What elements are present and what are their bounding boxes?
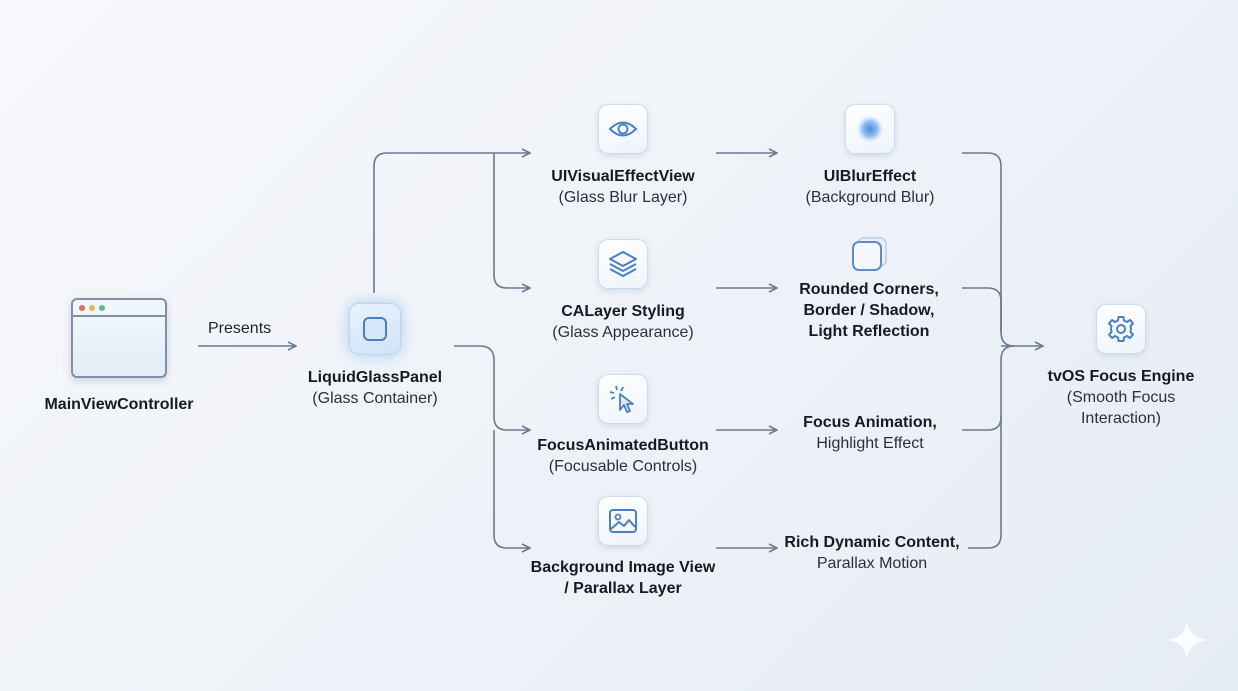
focusanim-sub: Highlight Effect <box>816 435 924 452</box>
glass-square-icon <box>349 303 401 355</box>
calayer-sub: (Glass Appearance) <box>552 324 694 341</box>
node-bgimage: Background Image View / Parallax Layer <box>531 557 716 599</box>
main-title: MainViewController <box>44 396 194 413</box>
arrow-panel-to-focusbtn <box>454 345 530 430</box>
blur-dot-icon <box>845 104 895 154</box>
window-icon <box>71 298 167 378</box>
engine-title: tvOS Focus Engine <box>1047 368 1195 385</box>
merge-line-anim <box>962 345 1015 431</box>
node-rich: Rich Dynamic Content, Parallax Motion <box>784 532 959 574</box>
rounded-square-icon <box>850 236 890 272</box>
node-focusbtn: FocusAnimatedButton (Focusable Controls) <box>537 435 709 477</box>
eye-icon <box>598 104 648 154</box>
corners-line2: Border / Shadow, <box>803 302 935 319</box>
node-focusanim: Focus Animation, Highlight Effect <box>803 412 937 454</box>
corners-line1: Rounded Corners, <box>799 281 939 298</box>
panel-title: LiquidGlassPanel <box>307 369 443 386</box>
blur-title: UIBlurEffect <box>823 168 917 185</box>
node-engine: tvOS Focus Engine (Smooth Focus Interact… <box>1048 366 1195 429</box>
engine-sub: (Smooth Focus <box>1066 389 1176 406</box>
calayer-title: CALayer Styling <box>561 303 685 320</box>
merge-line-corners <box>962 287 1002 332</box>
focusbtn-sub: (Focusable Controls) <box>548 458 698 475</box>
bgimage-title2: / Parallax Layer <box>564 580 682 597</box>
arrow-branch-to-bgimage <box>493 430 530 548</box>
blur-sub: (Background Blur) <box>805 189 935 206</box>
focusanim-title: Focus Animation, <box>803 414 937 431</box>
engine-sub2: Interaction) <box>1080 410 1162 427</box>
visual-title: UIVisualEffectView <box>551 168 695 185</box>
node-blur: UIBlurEffect (Background Blur) <box>806 166 935 208</box>
panel-sub: (Glass Container) <box>312 390 438 407</box>
corners-line3: Light Reflection <box>808 323 930 340</box>
merge-line-rich <box>968 417 1002 549</box>
rich-title: Rich Dynamic Content, <box>784 534 960 551</box>
arrow-panel-to-visual <box>373 153 530 293</box>
presents-label: Presents <box>208 320 272 337</box>
node-main: MainViewController <box>44 394 193 415</box>
cursor-click-icon <box>598 374 648 424</box>
sparkle-icon <box>1165 618 1209 662</box>
arrow-branch-to-calayer <box>493 153 530 288</box>
node-visual: UIVisualEffectView (Glass Blur Layer) <box>551 166 694 208</box>
node-calayer: CALayer Styling (Glass Appearance) <box>552 301 693 343</box>
layers-icon <box>598 239 648 289</box>
focusbtn-title: FocusAnimatedButton <box>537 437 709 454</box>
node-corners: Rounded Corners, Border / Shadow, Light … <box>799 279 939 342</box>
image-icon <box>598 496 648 546</box>
visual-sub: (Glass Blur Layer) <box>558 189 688 206</box>
node-panel: LiquidGlassPanel (Glass Container) <box>308 367 442 409</box>
gear-icon <box>1096 304 1146 354</box>
rich-sub: Parallax Motion <box>816 555 928 572</box>
bgimage-title: Background Image View <box>530 559 716 576</box>
merge-line-blur <box>962 152 1015 347</box>
